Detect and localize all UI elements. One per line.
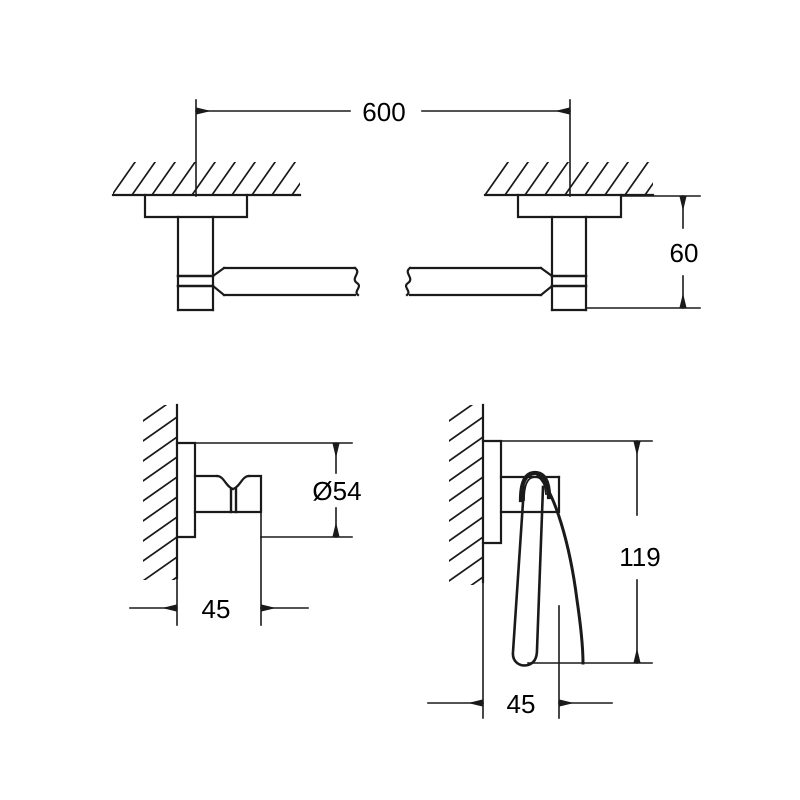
dimension-60 <box>585 195 701 309</box>
dimension-d54 <box>194 442 353 538</box>
dimension-label-45-paper: 45 <box>507 689 536 719</box>
dimension-label-119: 119 <box>619 542 660 572</box>
towel-bar-left-joint <box>176 266 226 297</box>
paper-holder-cover <box>534 471 585 665</box>
paper-holder-base-plate <box>481 439 503 545</box>
hook-body <box>193 474 263 514</box>
dimension-label-60: 60 <box>670 238 699 268</box>
dimension-45-paper <box>427 542 613 719</box>
towel-bar-right-post <box>550 215 588 312</box>
towel-bar-right-flange <box>516 193 623 219</box>
towel-bar-right-rail <box>404 266 543 297</box>
wall-hatching-left <box>111 162 302 197</box>
dimension-119 <box>500 440 653 664</box>
dimension-45-hook <box>129 511 309 626</box>
dimension-600 <box>195 99 571 197</box>
wall-hatching-right <box>483 162 655 197</box>
dimension-label-45-hook: 45 <box>202 594 231 624</box>
hook-wall-hatching <box>143 403 179 580</box>
dimension-label-600: 600 <box>362 97 405 127</box>
towel-bar-left-flange <box>143 193 249 219</box>
towel-bar-left-post <box>176 215 215 312</box>
hook-base-plate <box>175 441 197 539</box>
dimension-label-d54: Ø54 <box>312 476 361 506</box>
towel-bar-right-joint <box>539 266 588 297</box>
towel-bar-left-rail <box>222 266 361 297</box>
paper-holder-arm <box>511 485 545 667</box>
paper-holder-wall-hatching <box>449 403 485 585</box>
